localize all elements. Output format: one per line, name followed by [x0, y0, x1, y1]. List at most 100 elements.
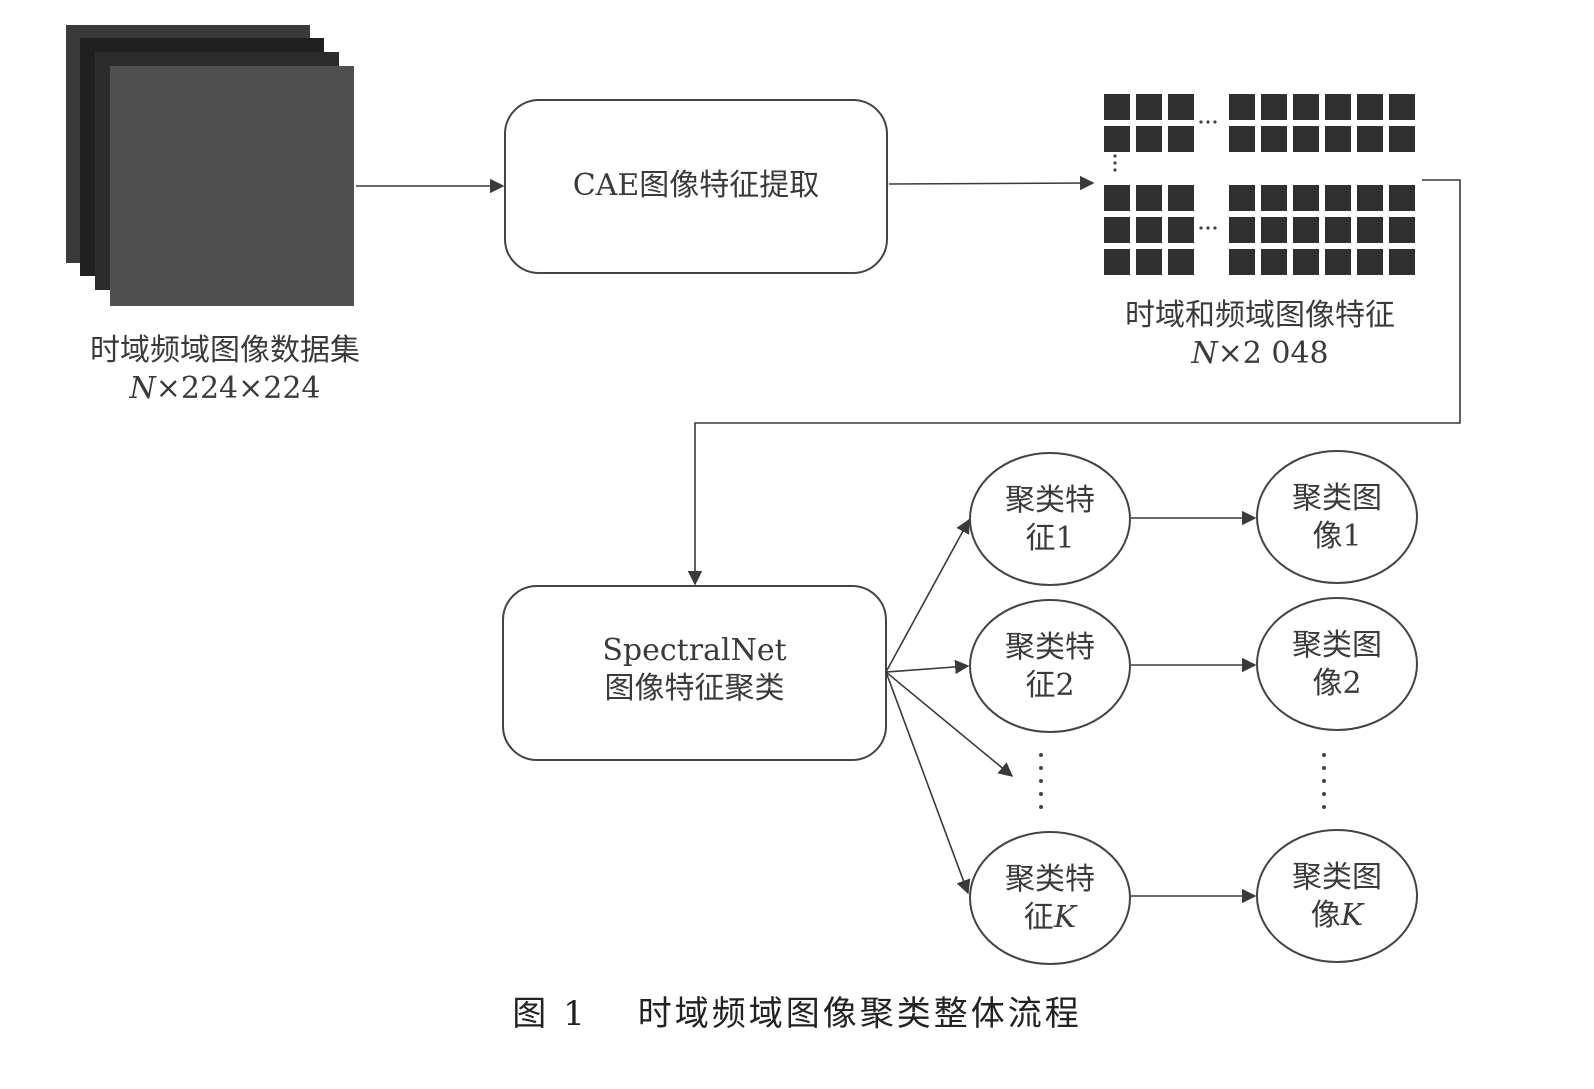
feature-cell: [1104, 185, 1130, 211]
feature-cell: [1261, 249, 1287, 275]
cluster-feature-label-line1: 聚类特: [1005, 483, 1095, 518]
cluster-image-2-label: 聚类图 像2: [1257, 627, 1417, 702]
cluster-feature-k-node: [969, 831, 1131, 965]
cae-box: [504, 99, 888, 274]
cluster-image-label-line2: 像2: [1312, 665, 1362, 701]
dataset-dims: N×224×224: [129, 370, 321, 406]
feature-cell: [1261, 185, 1287, 211]
feature-cell: [1357, 249, 1383, 275]
feature-cell: [1168, 217, 1194, 243]
cae-label: CAE图像特征提取: [572, 168, 820, 203]
cluster-image-label-line1: 聚类图: [1292, 860, 1382, 895]
cluster-feature-label-line2: 征K: [1023, 899, 1077, 935]
cluster-image-label-line1: 聚类图: [1292, 628, 1382, 663]
figure-number: 图 1: [512, 994, 588, 1034]
feature-grid-icon: [1104, 94, 1415, 275]
cluster-feature-1-label: 聚类特 征1: [970, 482, 1130, 557]
ellipsis-dot: [1113, 168, 1117, 172]
feature-cell: [1261, 126, 1287, 152]
cluster-feature-2-node: [969, 599, 1131, 733]
feature-cell: [1136, 249, 1162, 275]
feature-cell: [1389, 94, 1415, 120]
feature-cell: [1168, 185, 1194, 211]
feature-cell: [1325, 126, 1351, 152]
feature-cell: [1168, 94, 1194, 120]
feature-cell: [1136, 126, 1162, 152]
feature-cell: [1325, 217, 1351, 243]
feature-cell: [1325, 185, 1351, 211]
spectralnet-label: SpectralNet 图像特征聚类: [503, 632, 886, 707]
ellipsis-dot: [1199, 226, 1203, 230]
cluster-image-1-label: 聚类图 像1: [1257, 480, 1417, 555]
spectralnet-line1: SpectralNet: [602, 633, 787, 668]
feature-cell: [1104, 249, 1130, 275]
ellipsis-dot: [1113, 161, 1117, 165]
feature-cell: [1293, 185, 1319, 211]
feature-cell: [1168, 126, 1194, 152]
cluster-feature-1-node: [969, 452, 1131, 586]
arrow-spectral-to-feature-2: [885, 659, 970, 675]
cluster-feature-label-line2: 征1: [1025, 520, 1075, 556]
feature-cell: [1229, 94, 1255, 120]
feature-cell: [1389, 217, 1415, 243]
image-stack-icon: [66, 25, 354, 306]
cluster-feature-label-line1: 聚类特: [1005, 862, 1095, 897]
figure-caption: 图 1 时域频域图像聚类整体流程: [300, 993, 1294, 1036]
cluster-feature-2-label: 聚类特 征2: [970, 629, 1130, 704]
arrow-spectral-to-ellipsis: [885, 671, 1014, 777]
feature-cell: [1136, 185, 1162, 211]
feature-cell: [1104, 126, 1130, 152]
feature-cell: [1229, 217, 1255, 243]
feature-cell: [1168, 249, 1194, 275]
feature-cell: [1357, 185, 1383, 211]
feature-cell: [1261, 94, 1287, 120]
arrow-features-to-spectralnet: [687, 179, 1461, 586]
feature-cell: [1261, 217, 1287, 243]
feature-cell: [1293, 94, 1319, 120]
feature-cell: [1104, 217, 1130, 243]
ellipsis-dot: [1213, 120, 1217, 124]
features-caption: 时域和频域图像特征 N×2 048: [1090, 297, 1430, 372]
ellipsis-dot: [1199, 120, 1203, 124]
dataset-caption: 时域频域图像数据集 N×224×224: [55, 332, 395, 407]
feature-cell: [1293, 217, 1319, 243]
feature-cell: [1389, 185, 1415, 211]
feature-cell: [1104, 94, 1130, 120]
feature-cell: [1229, 126, 1255, 152]
cluster-feature-label-line1: 聚类特: [1005, 630, 1095, 665]
features-dims: N×2 048: [1191, 335, 1329, 371]
ellipsis-dot: [1206, 120, 1210, 124]
feature-cell: [1357, 94, 1383, 120]
feature-cell: [1325, 249, 1351, 275]
ellipsis-dot: [1113, 154, 1117, 158]
ellipsis-dot: [1213, 226, 1217, 230]
feature-cell: [1136, 217, 1162, 243]
features-title: 时域和频域图像特征: [1125, 298, 1395, 333]
arrow-spectral-to-feature-1: [885, 518, 970, 673]
feature-cell: [1229, 185, 1255, 211]
cluster-feature-label-line2: 征2: [1025, 667, 1075, 703]
cluster-image-k-node: [1256, 829, 1418, 963]
feature-cell: [1136, 94, 1162, 120]
feature-cell: [1229, 249, 1255, 275]
feature-cell: [1293, 126, 1319, 152]
cluster-image-k-label: 聚类图 像K: [1257, 859, 1417, 934]
cluster-image-2-node: [1256, 597, 1418, 731]
arrow-spectral-to-feature-k: [885, 671, 971, 895]
cluster-image-label-line2: 像1: [1312, 518, 1362, 554]
vertical-ellipsis-icon: [1039, 753, 1326, 809]
cluster-image-label-line1: 聚类图: [1292, 481, 1382, 516]
feature-cell: [1357, 217, 1383, 243]
spectralnet-line2: 图像特征聚类: [604, 670, 785, 706]
cluster-image-1-node: [1256, 450, 1418, 584]
feature-cell: [1325, 94, 1351, 120]
dataset-title: 时域频域图像数据集: [90, 333, 360, 368]
feature-cell: [1357, 126, 1383, 152]
arrow-cae-to-features: [888, 175, 1095, 191]
feature-cell: [1389, 126, 1415, 152]
ellipsis-dot: [1206, 226, 1210, 230]
figure-title: 时域频域图像聚类整体流程: [637, 994, 1082, 1034]
cluster-feature-k-label: 聚类特 征K: [970, 861, 1130, 936]
feature-cell: [1293, 249, 1319, 275]
